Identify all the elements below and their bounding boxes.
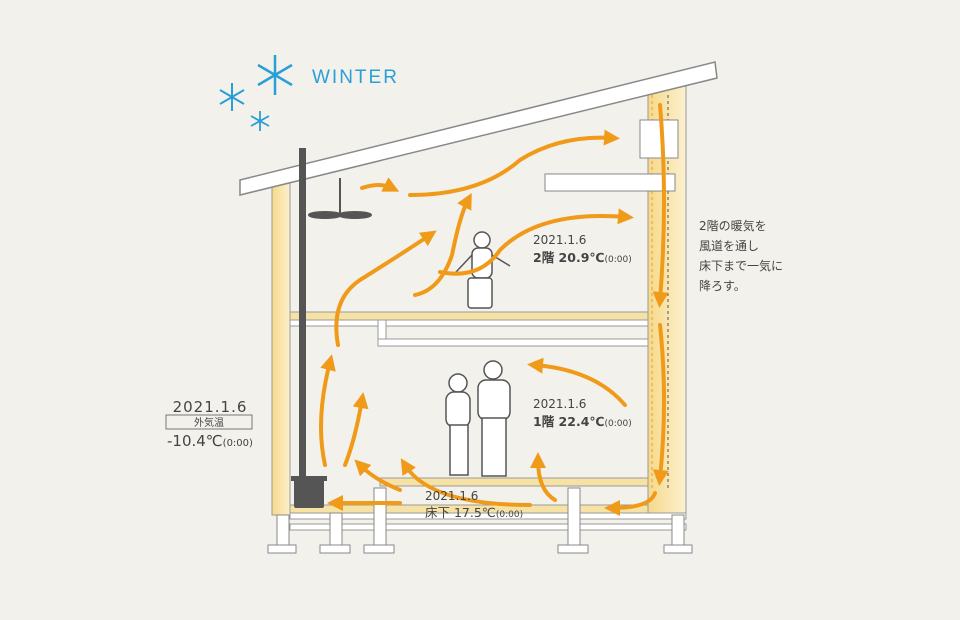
outside-label: 外気温 — [194, 416, 224, 429]
adults-icon — [445, 360, 511, 477]
floor1-temperature: 2021.1.6 1階 22.4℃(0:00) — [533, 397, 632, 429]
floor2-date: 2021.1.6 — [533, 233, 586, 247]
note-line: 降ろす。 — [699, 279, 746, 293]
airflow-arrows — [319, 103, 669, 516]
note-line: 風道を通し — [699, 239, 759, 253]
outside-date: 2021.1.6 — [173, 398, 248, 416]
outside-temperature: 2021.1.6 外気温 -10.4℃(0:00) — [165, 398, 253, 450]
second-floor — [289, 311, 649, 321]
child-icon — [455, 231, 511, 309]
season-label: WINTER — [312, 67, 399, 88]
floor1-date: 2021.1.6 — [533, 397, 586, 411]
wood-stove-icon — [291, 148, 327, 508]
outside-temp: -10.4℃(0:00) — [167, 432, 253, 450]
note-line: 床下まで一気に — [699, 258, 783, 273]
airflow-note: 2階の暖気を 風道を通し 床下まで一気に 降ろす。 — [699, 218, 783, 293]
foundation — [267, 487, 693, 554]
ceiling-fan-icon — [308, 178, 372, 219]
snowflake-icon — [219, 55, 293, 131]
note-line: 2階の暖気を — [699, 218, 767, 233]
underfloor-date: 2021.1.6 — [425, 489, 478, 503]
roof — [239, 61, 718, 196]
underfloor-temp: 床下 17.5℃(0:00) — [425, 505, 523, 520]
floor2-temperature: 2021.1.6 2階 20.9℃(0:00) — [533, 233, 632, 265]
left-wall — [271, 174, 291, 516]
underfloor-temperature: 2021.1.6 床下 17.5℃(0:00) — [425, 489, 523, 520]
floor1-temp: 1階 22.4℃(0:00) — [533, 414, 632, 429]
floor2-temp: 2階 20.9℃(0:00) — [533, 250, 632, 265]
